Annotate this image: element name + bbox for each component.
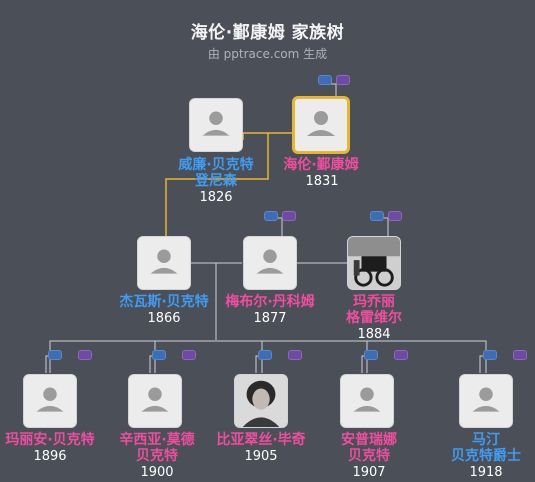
- carriage-photo-icon: [348, 237, 400, 289]
- person-name-margery-line2[interactable]: 格雷维尔: [346, 310, 402, 326]
- expand-spouse-button[interactable]: [394, 350, 408, 360]
- default-avatar-icon: [472, 387, 500, 412]
- person-year-annabelle: 1907: [352, 465, 386, 480]
- expand-spouse-button[interactable]: [513, 350, 527, 360]
- default-avatar-icon: [36, 387, 64, 412]
- person-name-jervis[interactable]: 杰瓦斯·贝克特: [119, 294, 209, 310]
- expand-parents-button[interactable]: [152, 350, 166, 360]
- person-name-cynthia-line2[interactable]: 贝克特: [136, 448, 178, 464]
- person-name-cynthia[interactable]: 辛西亚·莫德: [119, 432, 195, 448]
- person-card-mabel[interactable]: [243, 236, 297, 290]
- person-name-william-line2[interactable]: 登尼森: [195, 173, 237, 189]
- person-year-helen: 1831: [305, 174, 339, 189]
- default-avatar-icon: [141, 387, 169, 412]
- expand-spouse-button[interactable]: [78, 350, 92, 360]
- person-card-cynthia[interactable]: [128, 374, 182, 428]
- person-name-marian[interactable]: 玛丽安·贝克特: [5, 432, 95, 448]
- expand-spouse-button[interactable]: [182, 350, 196, 360]
- person-year-martin: 1918: [469, 465, 503, 480]
- expand-parents-button[interactable]: [483, 350, 497, 360]
- person-year-william: 1826: [199, 190, 233, 205]
- person-card-william[interactable]: [189, 98, 243, 152]
- person-year-beatrice: 1905: [244, 449, 278, 464]
- default-avatar-icon: [353, 387, 381, 412]
- person-name-beatrice[interactable]: 比亚翠丝·毕奇: [216, 432, 306, 448]
- person-card-jervis[interactable]: [137, 236, 191, 290]
- person-card-marian[interactable]: [23, 374, 77, 428]
- person-name-margery[interactable]: 玛乔丽: [353, 294, 395, 310]
- page-title: 海伦·鄞康姆 家族树: [190, 23, 345, 43]
- expand-parents-button[interactable]: [48, 350, 62, 360]
- person-name-martin-line2[interactable]: 贝克特爵士: [451, 448, 521, 464]
- expand-spouse-button[interactable]: [288, 350, 302, 360]
- person-card-martin[interactable]: [459, 374, 513, 428]
- person-card-beatrice[interactable]: [234, 374, 288, 428]
- expand-parents-button[interactable]: [264, 211, 278, 221]
- default-avatar-icon: [202, 111, 230, 136]
- portrait-photo-icon: [235, 375, 287, 427]
- expand-parents-button[interactable]: [258, 350, 272, 360]
- page-subtitle: 由 pptrace.com 生成: [207, 47, 328, 61]
- person-name-william[interactable]: 威廉·贝克特: [178, 157, 254, 173]
- person-year-cynthia: 1900: [140, 465, 174, 480]
- expand-parents-button[interactable]: [364, 350, 378, 360]
- person-card-helen[interactable]: [292, 96, 350, 154]
- expand-spouse-button[interactable]: [388, 211, 402, 221]
- person-name-annabelle-line2[interactable]: 贝克特: [348, 448, 390, 464]
- person-name-martin[interactable]: 马汀: [472, 432, 500, 448]
- expand-parents-button[interactable]: [318, 75, 332, 85]
- person-card-annabelle[interactable]: [340, 374, 394, 428]
- default-avatar-icon: [150, 249, 178, 274]
- default-avatar-icon: [307, 111, 335, 136]
- person-name-helen[interactable]: 海伦·鄞康姆: [283, 157, 359, 173]
- person-name-mabel[interactable]: 梅布尔·丹科姆: [225, 294, 315, 310]
- person-year-jervis: 1866: [147, 311, 181, 326]
- expand-spouse-button[interactable]: [336, 75, 350, 85]
- expand-parents-button[interactable]: [370, 211, 384, 221]
- person-year-margery: 1884: [357, 327, 391, 342]
- person-year-mabel: 1877: [253, 311, 287, 326]
- person-card-margery[interactable]: [347, 236, 401, 290]
- person-year-marian: 1896: [33, 449, 67, 464]
- person-name-annabelle[interactable]: 安普瑞娜: [341, 432, 397, 448]
- default-avatar-icon: [256, 249, 284, 274]
- expand-spouse-button[interactable]: [282, 211, 296, 221]
